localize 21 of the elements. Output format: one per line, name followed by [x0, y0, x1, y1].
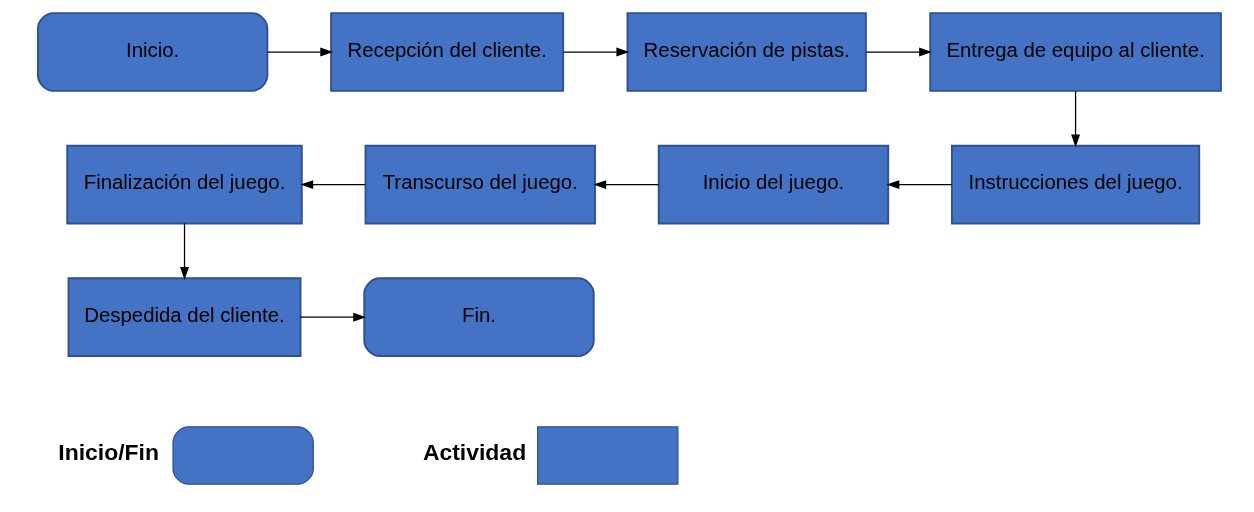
- legend-label: Actividad: [422, 438, 526, 465]
- arrow: [179, 222, 189, 280]
- arrow: [299, 180, 366, 190]
- node-box: Inicio.: [36, 12, 268, 92]
- arrow: [1070, 90, 1080, 148]
- arrow: [592, 180, 659, 190]
- node-box: Reservación de pistas.: [626, 12, 867, 92]
- node-box: Recepción del cliente.: [329, 12, 564, 92]
- node-box: Finalización del juego.: [65, 144, 303, 225]
- node-box: Transcurso del juego.: [364, 144, 596, 225]
- arrow: [865, 47, 932, 57]
- node-box: Entrega de equipo al cliente.: [928, 12, 1222, 92]
- arrow: [266, 47, 333, 57]
- legend-label: Inicio/Fin: [57, 438, 159, 465]
- node-box: Instrucciones del juego.: [950, 144, 1200, 225]
- node-box: Despedida del cliente.: [67, 277, 301, 358]
- node-box: Inicio del juego.: [657, 144, 889, 225]
- arrow: [299, 312, 366, 322]
- arrow: [886, 180, 952, 190]
- arrow: [562, 47, 629, 57]
- node-box: Fin.: [362, 277, 595, 358]
